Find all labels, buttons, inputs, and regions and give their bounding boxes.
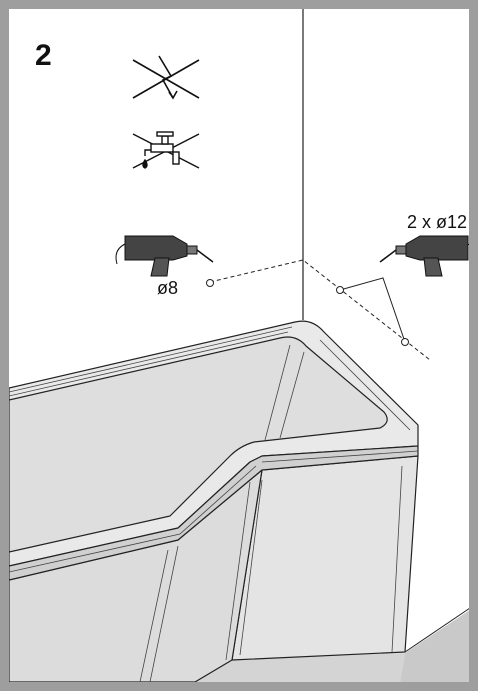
tub-detail-lines: [9, 326, 419, 682]
drill-guide-lines: [209, 259, 431, 361]
hole-pointer-lines: [339, 277, 406, 343]
bathtub: [9, 320, 419, 682]
hole-12mm-lower: [401, 338, 409, 346]
floor-right: [400, 610, 469, 682]
no-electrical-cable-icon: [132, 55, 200, 100]
step-number: 2: [35, 39, 52, 72]
drill-size-label-12mm: 2 x ø12: [407, 212, 468, 232]
power-drill-icon: [115, 235, 214, 277]
power-drill-icon: [379, 235, 469, 277]
drill-size-label-8mm: ø8: [157, 278, 179, 298]
floor-corner-line: [404, 608, 469, 653]
tub-basin: [9, 336, 388, 553]
hole-12mm-upper: [336, 286, 344, 294]
no-water-pipe-icon: [132, 131, 200, 169]
hole-8mm: [206, 279, 214, 287]
floor-left: [195, 653, 405, 682]
